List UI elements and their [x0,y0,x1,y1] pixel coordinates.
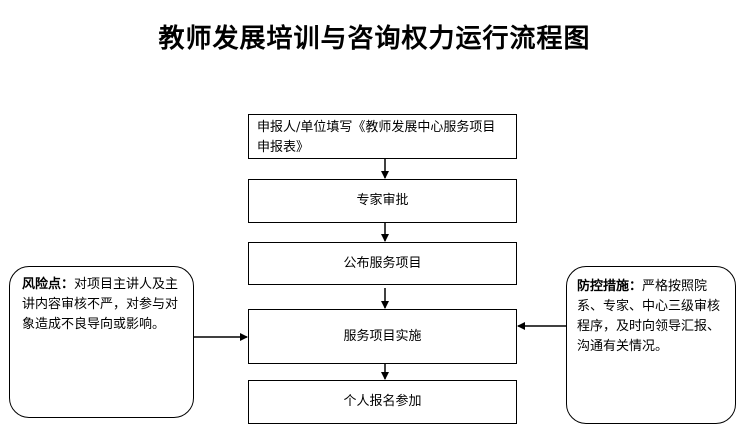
control-note: 防控措施：严格按照院系、专家、中心三级审核程序，及时向领导汇报、沟通有关情况。 [566,266,736,424]
step-expert-review: 专家审批 [248,179,517,223]
risk-note: 风险点：对项目主讲人及主讲内容审核不严，对参与对象造成不良导向或影响。 [9,266,194,418]
control-text: 严格按照院系、专家、中心三级审核程序，及时向领导汇报、沟通有关情况。 [577,279,721,354]
risk-text: 对项目主讲人及主讲内容审核不严，对参与对象造成不良导向或影响。 [22,277,179,332]
risk-label: 风险点： [22,277,75,292]
step-publish: 公布服务项目 [248,242,517,285]
step-enroll: 个人报名参加 [248,380,517,424]
step-apply: 申报人/单位填写《教师发展中心服务项目申报表》 [248,114,517,159]
step-implement: 服务项目实施 [248,309,517,364]
step-enroll-label: 个人报名参加 [343,394,422,409]
step-implement-label: 服务项目实施 [343,328,422,344]
step-apply-label: 申报人/单位填写《教师发展中心服务项目申报表》 [257,120,496,155]
page-title: 教师发展培训与咨询权力运行流程图 [158,24,591,54]
control-label: 防控措施： [577,279,643,294]
step-expert-review-label: 专家审批 [356,193,409,208]
step-publish-label: 公布服务项目 [343,255,422,271]
